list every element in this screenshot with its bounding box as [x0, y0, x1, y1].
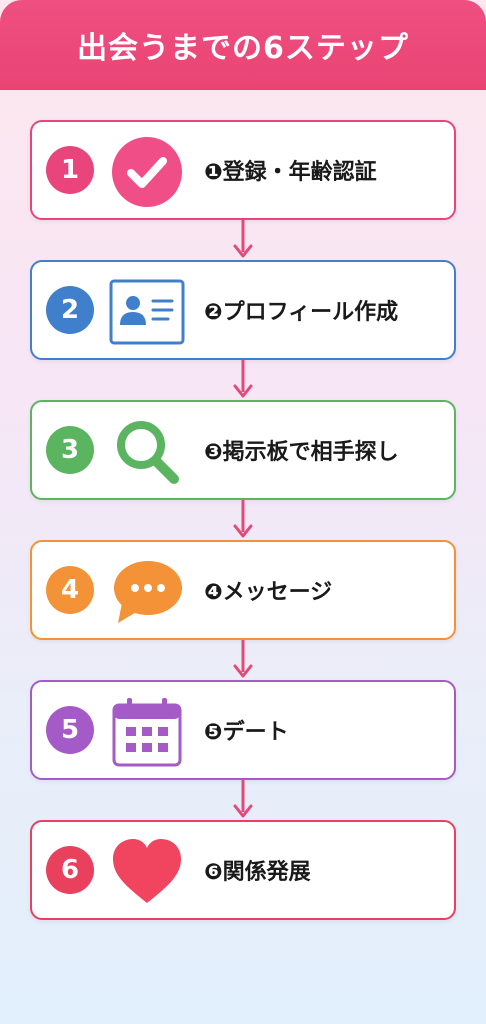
step-number-3: 3: [46, 426, 94, 474]
chat-bubble-icon: [108, 555, 186, 629]
step-card-4: 4 ❹メッセージ: [30, 540, 456, 640]
arrow-down-icon: [232, 220, 254, 260]
step-card-5: 5 ❺デート: [30, 680, 456, 780]
step-label-1: ❶登録・年齢認証: [204, 160, 377, 185]
step-label-5: ❺デート: [204, 720, 289, 745]
step-card-6: 6 ❻関係発展: [30, 820, 456, 920]
arrow-down-icon: [232, 780, 254, 820]
checkmark-circle-icon: [108, 135, 186, 209]
step-number-2: 2: [46, 286, 94, 334]
profile-card-icon: [108, 275, 186, 349]
arrow-down-icon: [232, 640, 254, 680]
step-number-5: 5: [46, 706, 94, 754]
step-number-1: 1: [46, 146, 94, 194]
step-card-3: 3 ❸掲示板で相手探し: [30, 400, 456, 500]
arrow-down-icon: [232, 500, 254, 540]
step-label-6: ❻関係発展: [204, 860, 311, 885]
step-card-1: 1 ❶登録・年齢認証: [30, 120, 456, 220]
step-label-3: ❸掲示板で相手探し: [204, 440, 399, 465]
arrow-down-icon: [232, 360, 254, 400]
step-number-4: 4: [46, 566, 94, 614]
header: 出会うまでの6ステップ: [0, 0, 486, 90]
heart-icon: [108, 835, 186, 909]
step-label-4: ❹メッセージ: [204, 580, 333, 605]
step-number-6: 6: [46, 846, 94, 894]
magnifier-icon: [108, 415, 186, 489]
page-title: 出会うまでの6ステップ: [77, 31, 409, 66]
calendar-icon: [108, 695, 186, 769]
step-card-2: 2 ❷プロフィール作成: [30, 260, 456, 360]
step-label-2: ❷プロフィール作成: [204, 300, 399, 325]
